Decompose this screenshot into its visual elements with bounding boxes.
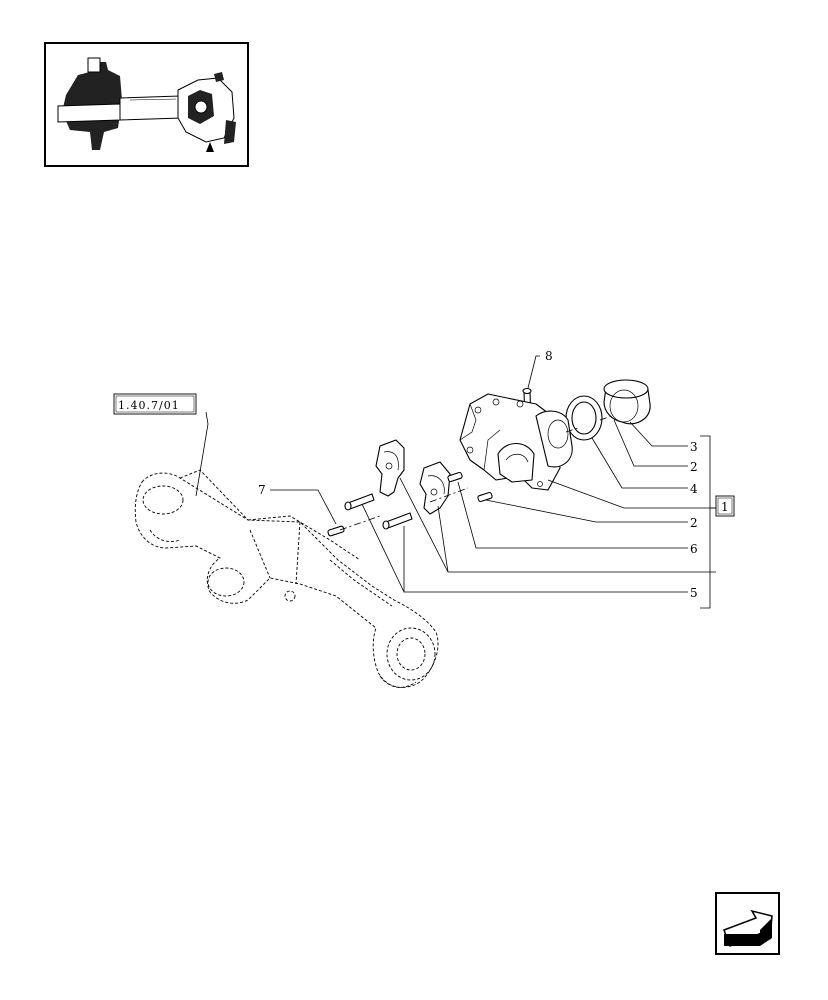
callout-4: 4 xyxy=(690,482,698,496)
callout-3: 3 xyxy=(690,440,698,454)
callout-6: 6 xyxy=(690,542,698,556)
screw-part xyxy=(344,493,413,530)
callout-5: 5 xyxy=(690,586,698,600)
callout-labels: 8 7 3 2 4 2 6 5 xyxy=(258,349,698,600)
overview-thumbnail xyxy=(44,42,249,167)
bushing-part xyxy=(603,379,651,425)
reference-link-box[interactable]: 1.40.7/01 xyxy=(113,393,197,415)
group-label-box: 1 xyxy=(715,495,735,517)
callout-2-lower: 2 xyxy=(690,516,698,530)
assembly-axis-lines xyxy=(339,415,613,531)
callout-7: 7 xyxy=(258,483,266,497)
half-shell-part xyxy=(419,461,451,515)
callout-2-upper: 2 xyxy=(690,460,698,474)
callout-8: 8 xyxy=(545,349,553,363)
support-carrier-part xyxy=(459,393,573,491)
leader-lines xyxy=(195,355,716,609)
axle-housing-beam xyxy=(134,469,439,688)
dowel-pin-part xyxy=(327,471,493,537)
seal-ring-part xyxy=(565,395,603,441)
reference-code[interactable]: 1.40.7/01 xyxy=(118,399,180,412)
half-shell-part xyxy=(375,439,405,497)
group-label: 1 xyxy=(721,500,729,514)
arrow-next-page-icon[interactable] xyxy=(715,892,780,955)
